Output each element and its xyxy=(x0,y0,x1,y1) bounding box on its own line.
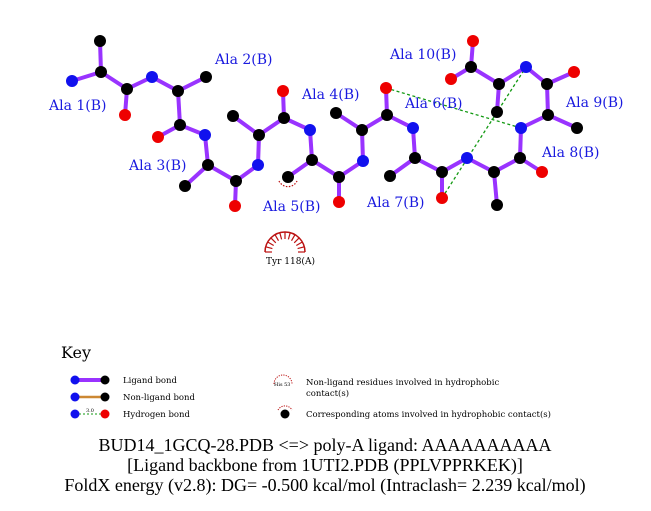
hydrophobic-residue-tyr118: Tyr 118(A) xyxy=(264,231,315,267)
residue-label-ala1: Ala 1(B) xyxy=(48,98,107,114)
hydrophobic-spoke xyxy=(297,246,305,250)
carbon-atom xyxy=(491,106,503,118)
oxygen-atom xyxy=(436,192,448,204)
residue-label-ala8: Ala 8(B) xyxy=(541,145,600,161)
nitrogen-atom xyxy=(461,152,473,164)
legend-nonligand-bond: Non-ligand bond xyxy=(70,392,195,403)
carbon-atom xyxy=(121,83,133,95)
carbon-atom xyxy=(409,152,421,164)
oxygen-atom xyxy=(445,73,457,85)
nitrogen-atom xyxy=(66,75,78,87)
carbon-atom xyxy=(253,129,265,141)
carbon-atom xyxy=(541,78,553,90)
oxygen-atom xyxy=(568,66,580,78)
carbon-atom xyxy=(174,119,186,131)
carbon-atom xyxy=(381,109,393,121)
residue-label-ala2: Ala 2(B) xyxy=(214,52,273,68)
carbon-atom xyxy=(306,154,318,166)
carbon-atom xyxy=(94,35,106,47)
nitrogen-atom xyxy=(199,129,211,141)
legend: Key Ligand bond Non-ligand bond 3.0 Hydr… xyxy=(61,343,551,420)
carbon-atom xyxy=(491,199,503,211)
carbon-atom xyxy=(356,124,368,136)
ligand-bonds xyxy=(70,39,579,208)
carbon-atom xyxy=(330,107,342,119)
carbon-atom xyxy=(465,61,477,73)
oxygen-atom xyxy=(119,109,131,121)
carbon-atom xyxy=(384,170,396,182)
hydrophobic-spoke xyxy=(290,234,296,242)
caption-line-1: BUD14_1GCQ-28.PDB <=> poly-A ligand: AAA… xyxy=(99,435,552,455)
residue-label-ala10: Ala 10(B) xyxy=(389,47,456,63)
legend-ligand-bond: Ligand bond xyxy=(70,375,178,386)
legend-hydrogen-bond: 3.0 Hydrogen bond xyxy=(70,408,191,420)
hydrogen-bond-line xyxy=(385,87,522,129)
hydrogen-bonds xyxy=(385,66,527,199)
carbon-atom xyxy=(202,159,214,171)
hydrophobic-residue-arc xyxy=(264,231,306,253)
legend-hydrophobic-atom: Corresponding atoms involved in hydropho… xyxy=(277,405,551,420)
oxygen-atom xyxy=(333,196,345,208)
carbon-atom xyxy=(571,122,583,134)
hydrophobic-spoke xyxy=(270,237,277,244)
caption-line-3: FoldX energy (v2.8): DG= -0.500 kcal/mol… xyxy=(64,475,585,496)
hydrophobic-spoke xyxy=(287,232,291,240)
residue-label-ala9: Ala 9(B) xyxy=(565,95,624,111)
oxygen-atom xyxy=(536,166,548,178)
carbon-atom xyxy=(436,166,448,178)
carbon-atom xyxy=(282,171,294,183)
residue-label-ala4: Ala 4(B) xyxy=(301,87,360,103)
carbon-atom xyxy=(333,171,345,183)
hydrophobic-spoke xyxy=(274,234,280,242)
nitrogen-atom xyxy=(357,155,369,167)
residue-label-ala5: Ala 5(B) xyxy=(262,199,321,215)
nitrogen-atom xyxy=(252,159,264,171)
hydrophobic-spoke xyxy=(279,232,283,240)
hydrogen-bond-line xyxy=(441,66,527,199)
carbon-atom xyxy=(493,78,505,90)
oxygen-atom xyxy=(380,82,392,94)
carbon-atom xyxy=(227,110,239,122)
legend-hydrophobic-atom-label: Corresponding atoms involved in hydropho… xyxy=(306,409,551,420)
carbon-atom xyxy=(230,175,242,187)
legend-hydrophobic-example: His 53 xyxy=(274,382,290,388)
legend-hydrophobic-residue-label-2: contact(s) xyxy=(306,388,349,399)
nitrogen-atom xyxy=(515,122,527,134)
carbon-atom xyxy=(200,71,212,83)
residue-label-ala6: Ala 6(B) xyxy=(404,96,463,112)
legend-hydrogen-bond-label: Hydrogen bond xyxy=(123,410,191,420)
oxygen-atom xyxy=(152,131,164,143)
nitrogen-atom xyxy=(146,71,158,83)
oxygen-atom xyxy=(277,85,289,97)
carbon-atom xyxy=(514,152,526,164)
nitrogen-atom xyxy=(407,122,419,134)
hydrophobic-spoke xyxy=(293,237,300,244)
legend-hydrophobic-residue-label: Non-ligand residues involved in hydropho… xyxy=(306,378,499,388)
nitrogen-atom xyxy=(304,124,316,136)
carbon-atom xyxy=(278,112,290,124)
hydrophobic-spoke xyxy=(295,241,303,247)
carbon-atom xyxy=(95,66,107,78)
legend-hydrophobic-residue: His 53 Non-ligand residues involved in h… xyxy=(273,374,499,399)
oxygen-atom xyxy=(467,35,479,47)
legend-hbond-distance: 3.0 xyxy=(86,408,94,414)
hydrophobic-residue-label: Tyr 118(A) xyxy=(266,256,315,267)
carbon-atom xyxy=(542,109,554,121)
hydrophobic-spoke xyxy=(265,246,273,250)
caption-line-2: [Ligand backbone from 1UTI2.PDB (PPLVPPR… xyxy=(127,455,523,476)
legend-ligand-bond-label: Ligand bond xyxy=(123,376,178,386)
residue-label-ala7: Ala 7(B) xyxy=(366,195,425,211)
legend-nonligand-bond-label: Non-ligand bond xyxy=(123,393,195,403)
hydrophobic-spoke xyxy=(267,241,275,247)
carbon-atom xyxy=(179,180,191,192)
carbon-atom xyxy=(488,166,500,178)
nitrogen-atom xyxy=(520,61,532,73)
ligand-atoms xyxy=(66,35,583,212)
oxygen-atom xyxy=(229,200,241,212)
carbon-atom xyxy=(172,85,184,97)
legend-title: Key xyxy=(61,343,91,362)
residue-label-ala3: Ala 3(B) xyxy=(128,158,187,174)
